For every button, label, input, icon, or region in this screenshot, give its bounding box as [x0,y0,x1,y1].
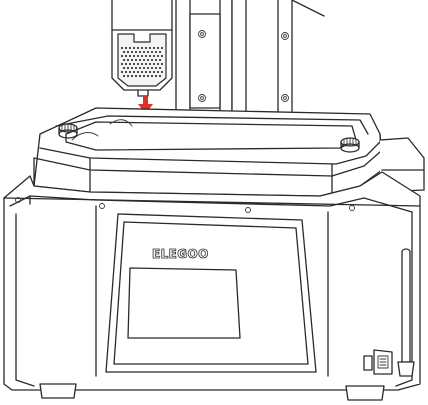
perforation-dot [150,58,154,62]
perforation-dot [126,50,130,54]
perforation-dot [158,66,162,70]
side-ports [363,349,393,375]
perforation-dot [148,54,152,58]
perforation-dot [144,70,148,74]
perforation-dot [142,58,146,62]
perforation-dot [146,74,150,78]
perforation-dot [152,70,156,74]
perforation-dot [136,54,140,58]
perforation-dot [148,46,152,50]
perforation-dot [158,74,162,78]
perforation-dot [122,66,126,70]
perforation-dot [156,70,160,74]
perforation-dot [152,46,156,50]
perforation-dot [122,50,126,54]
perforation-dot [156,54,160,58]
perforation-dot [144,46,148,50]
perforation-dot [132,62,136,66]
perforation-dot [124,54,128,58]
perforation-dot [142,50,146,54]
z-axis-column [175,0,325,121]
perforation-dot [152,54,156,58]
perforation-dot [136,46,140,50]
perforation-dot [124,62,128,66]
perforation-dot [154,50,158,54]
perforation-dot [132,70,136,74]
perforation-dot [140,62,144,66]
perforation-dot [140,46,144,50]
perforation-dot [120,62,124,66]
perforation-dot [138,66,142,70]
perforation-dot [138,50,142,54]
perforation-dot [150,74,154,78]
perforation-dot [130,50,134,54]
build-plate-head [111,0,173,97]
perforation-dot [134,50,138,54]
perforation-dot [154,74,158,78]
perforation-dot [136,62,140,66]
perforation-dot [160,46,164,50]
perforation-dot [134,66,138,70]
perforation-dot [152,62,156,66]
front-panel: ELEGOO [105,213,317,373]
perforation-dot [138,74,142,78]
perforation-dot [130,66,134,70]
perforation-dot [122,58,126,62]
perforation-dot [142,66,146,70]
perforation-dot [126,74,130,78]
perforation-dot [150,50,154,54]
perforation-grid [120,46,164,78]
vat-knob-right [340,137,360,153]
perforation-dot [146,58,150,62]
resin-vat [33,107,383,197]
perforation-dot [156,62,160,66]
perforation-dot [124,70,128,74]
touch-screen[interactable] [127,267,241,339]
perforation-dot [130,74,134,78]
perforation-dot [128,70,132,74]
perforation-dot [146,50,150,54]
printer-feet [39,383,385,401]
antenna-icon [397,248,415,377]
perforation-dot [140,54,144,58]
perforation-dot [160,54,164,58]
vat-knob-left [58,123,78,139]
perforation-dot [122,74,126,78]
perforation-dot [130,58,134,62]
perforation-dot [150,66,154,70]
perforation-dot [132,46,136,50]
perforation-dot [128,54,132,58]
perforation-dot [132,54,136,58]
perforation-dot [158,50,162,54]
perforation-dot [140,70,144,74]
perforation-dot [142,74,146,78]
perforation-dot [126,58,130,62]
brand-logo: ELEGOO [152,247,209,261]
perforation-dot [128,62,132,66]
perforation-dot [138,58,142,62]
perforation-dot [146,66,150,70]
perforation-dot [148,70,152,74]
perforation-dot [136,70,140,74]
perforation-dot [154,66,158,70]
perforation-dot [144,54,148,58]
perforation-dot [124,46,128,50]
perforation-dot [160,70,164,74]
perforation-dot [148,62,152,66]
perforation-dot [134,58,138,62]
perforation-dot [156,46,160,50]
perforation-dot [158,58,162,62]
perforation-dot [126,66,130,70]
perforation-dot [120,54,124,58]
perforation-dot [128,46,132,50]
perforation-dot [120,70,124,74]
perforation-dot [120,46,124,50]
perforation-dot [160,62,164,66]
perforation-dot [154,58,158,62]
perforation-dot [134,74,138,78]
perforation-dot [144,62,148,66]
